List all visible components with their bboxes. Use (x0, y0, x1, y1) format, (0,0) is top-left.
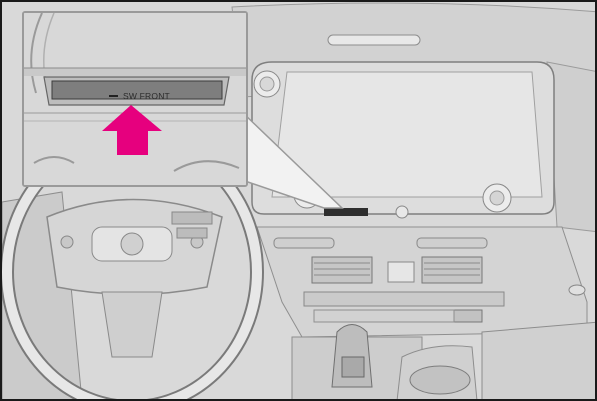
top-vent (328, 35, 420, 45)
center-console (257, 227, 587, 337)
callout-inset: SW FRONT (22, 11, 248, 187)
switch-location (324, 208, 368, 216)
switch-label: SW FRONT (123, 91, 170, 101)
switch-dash-mark (109, 95, 118, 97)
